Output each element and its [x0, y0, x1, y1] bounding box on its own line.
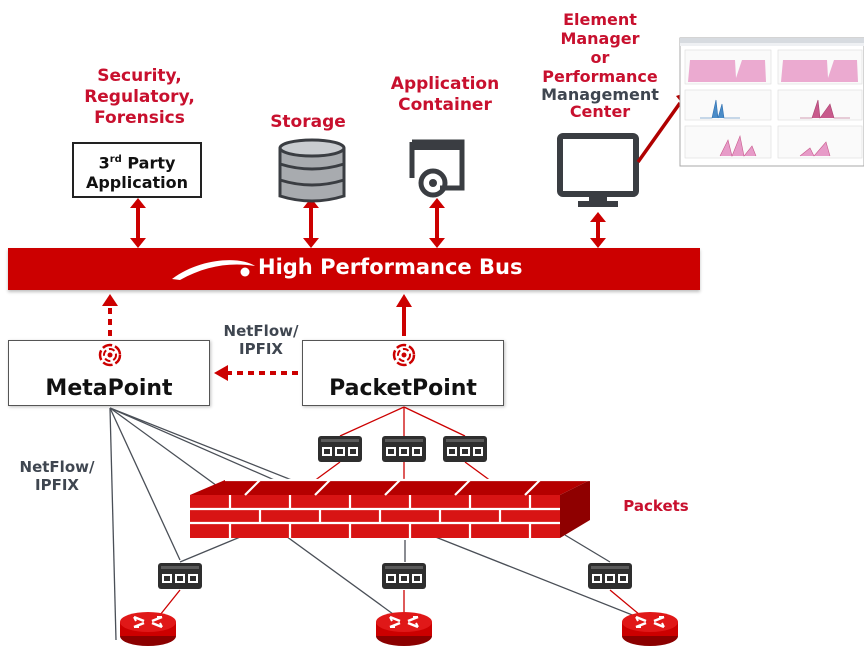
netflow-ipfix-left-label: NetFlow/ IPFIX: [19, 458, 95, 494]
network-tap-icon: [318, 436, 362, 462]
packets-label: Packets: [623, 497, 689, 515]
network-tap-icon: [382, 436, 426, 462]
application-container-label: Application Container: [390, 74, 500, 115]
bus-label: High Performance Bus: [258, 255, 523, 279]
packetpoint-to-metapoint-arrow: [214, 365, 298, 381]
metapoint-to-bus-arrow: [102, 294, 118, 336]
router-icon: [374, 610, 434, 648]
packetpoint-to-bus-arrow: [396, 294, 412, 336]
dashboard-thumbnail-image: [679, 37, 864, 167]
network-tap-icon: [588, 563, 632, 589]
third-party-application-box[interactable]: 3rd Party Application: [72, 142, 202, 198]
app-container-icon: [409, 139, 465, 198]
monitor-icon: [557, 133, 639, 207]
high-performance-bus: High Performance Bus: [8, 248, 700, 290]
bus-connectors: [130, 198, 606, 248]
swoosh-logo-icon: [172, 260, 255, 280]
network-tap-icon: [158, 563, 202, 589]
firewall-icon: [190, 478, 590, 538]
packetpoint-box[interactable]: PacketPoint: [302, 340, 504, 406]
metapoint-box[interactable]: MetaPoint: [8, 340, 210, 406]
database-icon: [278, 138, 346, 203]
network-tap-icon: [443, 436, 487, 462]
element-manager-label: Element Manager or Performance Managemen…: [541, 10, 659, 121]
netflow-ipfix-top-label: NetFlow/ IPFIX: [223, 322, 299, 358]
storage-label: Storage: [270, 112, 346, 132]
target-logo-icon: [392, 343, 416, 367]
router-icon: [118, 610, 178, 648]
target-logo-icon: [98, 343, 122, 367]
router-icon: [620, 610, 680, 648]
security-label: Security, Regulatory, Forensics: [84, 66, 195, 128]
network-tap-icon: [382, 563, 426, 589]
metapoint-label: MetaPoint: [45, 376, 173, 401]
packetpoint-label: PacketPoint: [329, 376, 477, 401]
